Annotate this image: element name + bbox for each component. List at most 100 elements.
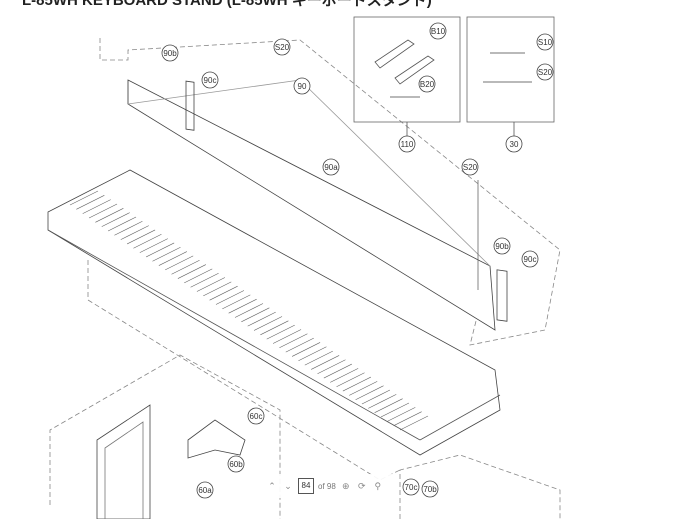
- svg-text:90a: 90a: [324, 163, 338, 172]
- callout-60b: 60b: [227, 455, 245, 473]
- svg-text:60a: 60a: [198, 486, 212, 495]
- key-divider: [184, 268, 213, 284]
- svg-text:90b: 90b: [163, 49, 177, 58]
- key-divider: [323, 363, 352, 379]
- key-divider: [120, 225, 149, 240]
- key-divider: [171, 259, 200, 275]
- key-divider: [285, 337, 314, 353]
- callout-30: 30: [505, 135, 523, 153]
- callout-S10: S10: [536, 33, 554, 51]
- key-divider: [146, 242, 175, 258]
- key-divider: [203, 281, 232, 297]
- svg-text:60c: 60c: [250, 412, 263, 421]
- svg-text:S10: S10: [538, 38, 553, 47]
- key-divider: [336, 372, 365, 387]
- bracket-60b: [187, 419, 246, 459]
- key-divider: [222, 294, 251, 310]
- chevron-up-icon[interactable]: ⌃: [268, 480, 276, 491]
- callout-S20: S20: [273, 38, 291, 56]
- key-divider: [126, 229, 156, 245]
- key-divider: [133, 234, 162, 249]
- key-divider: [355, 385, 384, 400]
- callout-90b: 90b: [161, 44, 179, 62]
- key-divider: [165, 255, 194, 271]
- key-divider: [228, 298, 257, 314]
- svg-text:90: 90: [298, 82, 307, 91]
- pdf-viewer-toolbar: ⌃ ⌄ 84 of 98 ⊕ ⟳ ⚲: [262, 474, 396, 498]
- key-divider: [241, 307, 270, 323]
- key-divider: [114, 221, 143, 236]
- key-divider: [253, 316, 283, 331]
- svg-text:70b: 70b: [423, 485, 437, 494]
- key-divider: [88, 203, 118, 219]
- callout-110: 110: [398, 135, 416, 153]
- key-divider: [342, 376, 372, 392]
- key-divider: [317, 359, 346, 375]
- key-divider: [374, 398, 403, 413]
- svg-text:90c: 90c: [524, 255, 537, 264]
- callout-60a: 60a: [196, 481, 214, 499]
- svg-text:B10: B10: [431, 27, 446, 36]
- key-divider: [247, 311, 276, 327]
- key-divider: [387, 407, 416, 422]
- chevron-down-icon[interactable]: ⌄: [284, 480, 292, 491]
- key-divider: [311, 355, 340, 370]
- callout-60c: 60c: [247, 407, 265, 425]
- key-divider: [368, 394, 397, 409]
- zoom-in-icon[interactable]: ⊕: [342, 480, 350, 491]
- callout-S20: S20: [536, 63, 554, 81]
- bracket-b10: [374, 39, 415, 69]
- key-divider: [152, 246, 181, 262]
- zoom-out-icon[interactable]: ⚲: [374, 480, 382, 491]
- key-divider: [69, 190, 99, 206]
- key-divider: [158, 251, 187, 266]
- svg-text:S20: S20: [275, 43, 290, 52]
- callout-70c: 70c: [402, 478, 420, 496]
- svg-text:B20: B20: [420, 80, 435, 89]
- dashed-outline-stand-right: [399, 454, 561, 519]
- svg-text:90c: 90c: [204, 76, 217, 85]
- key-divider: [272, 329, 302, 344]
- key-divider: [304, 350, 333, 366]
- key-divider: [82, 199, 111, 214]
- key-divider: [95, 208, 124, 223]
- page-title: L-85WH KEYBOARD STAND (L-85WH キーボードスタンド): [22, 0, 432, 9]
- key-divider: [234, 303, 264, 318]
- svg-text:110: 110: [401, 140, 414, 149]
- svg-text:90b: 90b: [495, 242, 509, 251]
- callout-90c: 90c: [201, 71, 219, 89]
- svg-text:70c: 70c: [405, 483, 418, 492]
- svg-text:S20: S20: [463, 163, 478, 172]
- callout-S20: S20: [461, 158, 479, 176]
- callout-70b: 70b: [421, 480, 439, 498]
- page-total-label: of 98: [318, 481, 336, 491]
- page-number-input[interactable]: 84: [298, 478, 314, 494]
- key-divider: [298, 346, 327, 362]
- dashed-outline-stand: [49, 354, 281, 519]
- callout-90a: 90a: [322, 158, 340, 176]
- key-divider: [196, 277, 226, 292]
- callout-90c: 90c: [521, 250, 539, 268]
- key-divider: [279, 333, 308, 349]
- key-divider: [107, 216, 137, 232]
- key-divider: [215, 290, 245, 305]
- callout-90b: 90b: [493, 237, 511, 255]
- rotate-icon[interactable]: ⟳: [358, 480, 366, 491]
- callout-B10: B10: [429, 22, 447, 40]
- parts-box-30: [466, 16, 555, 123]
- bracket-b10: [394, 55, 435, 85]
- key-divider: [260, 320, 289, 336]
- key-divider: [177, 264, 207, 279]
- key-divider: [399, 415, 429, 431]
- svg-text:30: 30: [510, 140, 519, 149]
- key-divider: [76, 195, 105, 210]
- key-divider: [380, 402, 410, 418]
- key-divider: [361, 389, 391, 405]
- key-divider: [190, 272, 219, 288]
- key-divider: [139, 238, 168, 253]
- key-divider: [330, 368, 359, 383]
- keyboard-body: [47, 169, 501, 456]
- key-divider: [266, 324, 295, 340]
- callout-B20: B20: [418, 75, 436, 93]
